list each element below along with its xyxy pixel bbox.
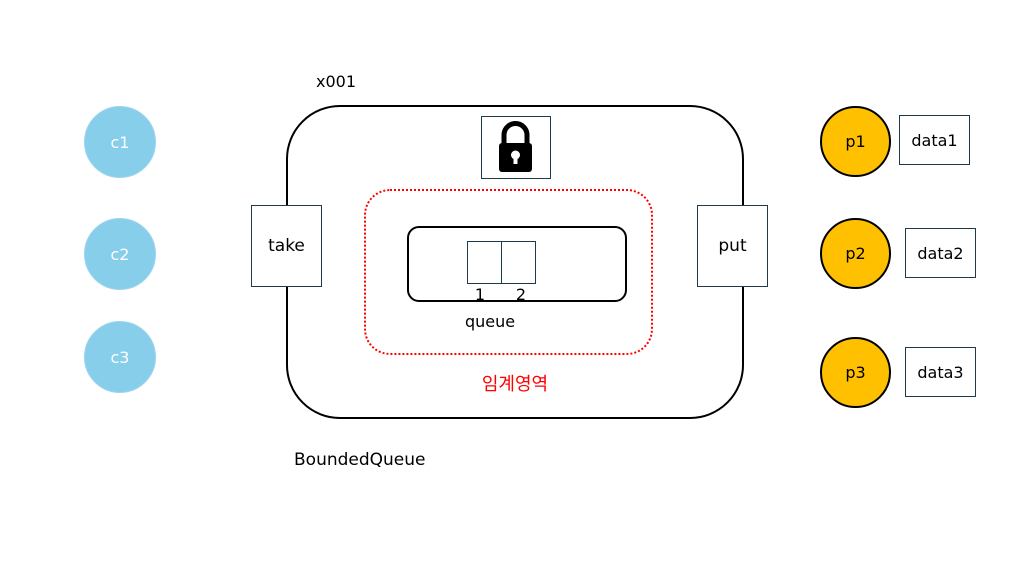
data-box-2: data2: [905, 228, 976, 278]
data-box-3: data3: [905, 347, 976, 397]
consumer-c1: c1: [84, 106, 156, 178]
queue-cell-2: [501, 241, 536, 284]
queue-index-1: 1: [474, 285, 486, 304]
consumer-c2: c2: [84, 218, 156, 290]
producer-p3: p3: [820, 337, 891, 408]
producer-p2: p2: [820, 218, 891, 289]
producer-p1: p1: [820, 106, 891, 177]
lock-icon: [499, 121, 532, 172]
critical-section-boundary: [364, 189, 653, 355]
queue-box: [407, 226, 627, 302]
lock-box: [481, 116, 551, 179]
object-address-label: x001: [316, 72, 357, 91]
critical-section-label: 임계영역: [481, 374, 549, 395]
put-method-box: put: [697, 205, 768, 287]
class-name-label: BoundedQueue: [294, 450, 426, 470]
queue-cell-1: [467, 241, 502, 284]
queue-index-2: 2: [515, 285, 527, 304]
take-method-box: take: [251, 205, 322, 287]
queue-label: queue: [464, 312, 516, 331]
data-box-1: data1: [899, 115, 970, 165]
consumer-c3: c3: [84, 321, 156, 393]
